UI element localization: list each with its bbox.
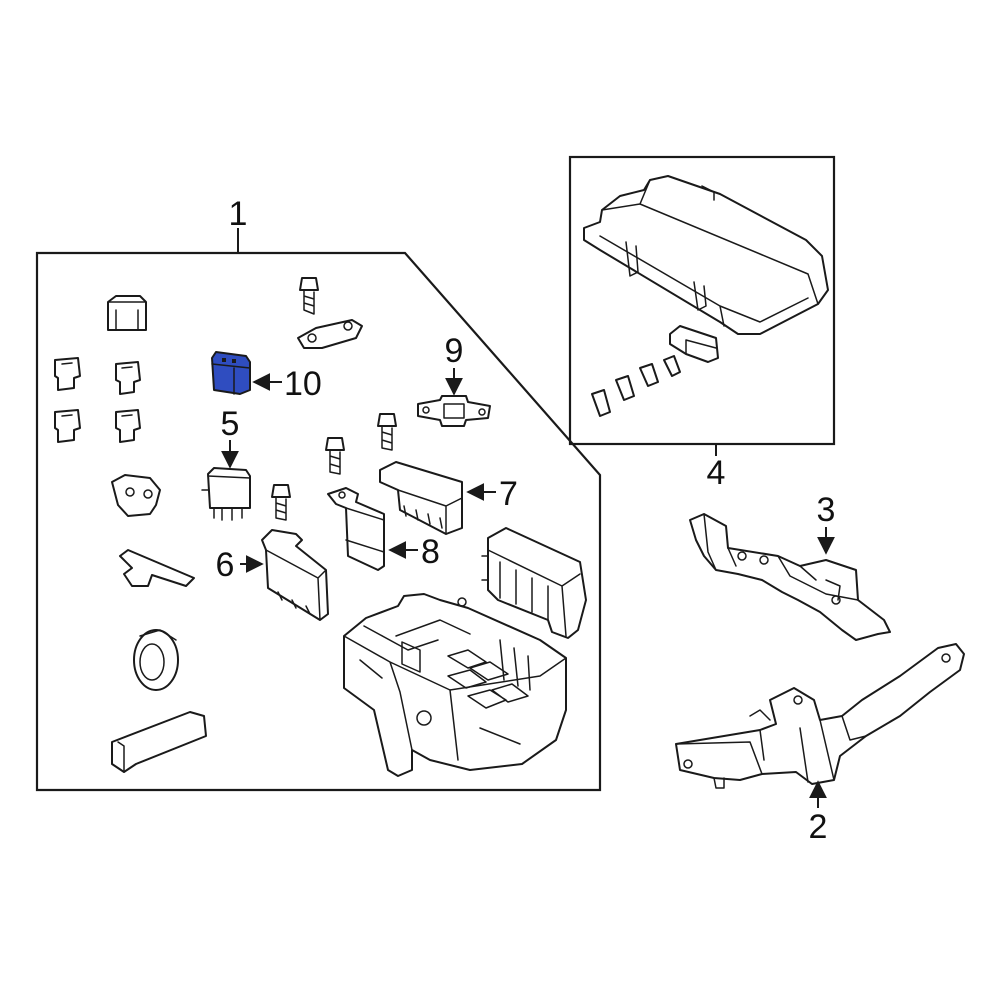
- callout-9[interactable]: 9: [445, 332, 464, 370]
- callout-6[interactable]: 6: [216, 546, 235, 584]
- callout-10[interactable]: 10: [284, 365, 322, 403]
- callout-3[interactable]: 3: [817, 491, 836, 529]
- fuse-box-housing: [343, 593, 567, 777]
- fuse-box-assembly-frame: [35, 251, 602, 792]
- clip-inset-1: [663, 355, 681, 377]
- part-10-fuse-body: [211, 351, 251, 395]
- clip-inset-4: [591, 389, 611, 417]
- part-8-bracket: [327, 487, 385, 571]
- callout-4[interactable]: 4: [707, 454, 726, 492]
- clip-part: [119, 549, 195, 587]
- connector-part: [111, 474, 161, 517]
- callout-8[interactable]: 8: [421, 533, 440, 571]
- callout-1[interactable]: 1: [229, 195, 248, 233]
- bracket-plate: [297, 319, 363, 349]
- bolt-3: [325, 437, 345, 475]
- callout-7[interactable]: 7: [499, 475, 518, 513]
- mini-fuse-3: [54, 409, 81, 443]
- mini-fuse-2: [115, 361, 141, 395]
- clip-inset-2: [639, 363, 659, 387]
- part-5-relay: [201, 467, 251, 521]
- part-6-cover: [261, 529, 329, 621]
- bolt-2: [377, 413, 397, 451]
- bolt-4: [271, 484, 291, 521]
- callout-5[interactable]: 5: [221, 405, 240, 443]
- part-10-fuse[interactable]: [211, 351, 251, 395]
- cover-part: [111, 711, 207, 773]
- mini-fuse-4: [115, 409, 141, 443]
- small-cap-inset: [669, 325, 719, 363]
- callout-2[interactable]: 2: [809, 808, 828, 846]
- upper-cover: [583, 175, 829, 335]
- side-cover: [481, 527, 587, 639]
- grommet-part: [133, 629, 179, 691]
- bolt-top: [299, 277, 319, 315]
- part-2-bracket: [675, 643, 965, 789]
- upper-cover-inset: [568, 155, 836, 446]
- part-9-fusible-link: [417, 395, 491, 427]
- mini-fuse-1: [54, 357, 81, 391]
- cap-part: [107, 295, 147, 331]
- clip-inset-3: [615, 375, 635, 401]
- part-7-cover: [379, 461, 463, 535]
- part-3-bracket: [689, 513, 891, 641]
